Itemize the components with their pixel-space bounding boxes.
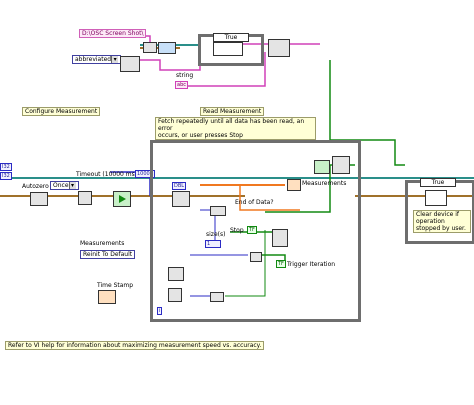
measurements-indicator[interactable] bbox=[287, 179, 301, 191]
format-datetime-node[interactable] bbox=[120, 56, 140, 72]
trigger-bool[interactable]: TF bbox=[276, 260, 286, 268]
dbl-label: DBL bbox=[172, 182, 187, 190]
stop-label: Stop bbox=[230, 227, 244, 234]
loop-index: i bbox=[157, 307, 163, 315]
autozero-node[interactable] bbox=[78, 191, 92, 205]
reinit-method[interactable]: Reinit To Default bbox=[80, 250, 136, 259]
or-node bbox=[272, 229, 288, 247]
timestamp-label: Time Stamp bbox=[97, 282, 134, 289]
case-selector-right[interactable]: True bbox=[420, 178, 456, 187]
build-path-node[interactable] bbox=[143, 42, 157, 53]
compare-node bbox=[210, 292, 224, 302]
case-selector-top[interactable]: True bbox=[213, 33, 249, 42]
i32-constant-b[interactable]: I32 bbox=[0, 172, 12, 180]
bool-wire-5 bbox=[225, 230, 266, 297]
concatenate-node[interactable] bbox=[158, 42, 176, 54]
autozero-ring[interactable]: Once▾ bbox=[50, 181, 79, 190]
fetch-node[interactable] bbox=[172, 191, 190, 207]
comment-clear: Clear device if operation stopped by use… bbox=[413, 210, 471, 233]
timestamp-indicator[interactable] bbox=[98, 290, 116, 304]
autozero-label: Autozero bbox=[22, 183, 49, 190]
clear-node[interactable] bbox=[425, 190, 447, 206]
comment-help: Refer to VI help for information about m… bbox=[5, 341, 265, 350]
size-label: size(s) bbox=[206, 231, 226, 238]
comment-read: Read Measurement bbox=[200, 107, 265, 116]
configure-node[interactable] bbox=[30, 192, 48, 206]
comment-fetch-line2: occurs, or user presses Stop bbox=[158, 132, 243, 139]
format-ring[interactable]: abbreviated▾ bbox=[72, 55, 122, 64]
wait-node[interactable] bbox=[168, 288, 182, 302]
comment-fetch-line1: Fetch repeatedly until all data has been… bbox=[158, 118, 305, 132]
while-loop bbox=[150, 140, 361, 322]
measurements-left-label: Measurements bbox=[80, 240, 125, 247]
graph-node[interactable] bbox=[332, 156, 350, 174]
greater-node bbox=[250, 252, 262, 262]
chevron-down-icon: ▾ bbox=[111, 56, 119, 63]
end-of-data-label: End of Data? bbox=[235, 199, 274, 206]
bool-wire-4 bbox=[329, 60, 405, 166]
trigger-iteration-label: Trigger Iteration bbox=[287, 261, 336, 268]
chevron-down-icon: ▾ bbox=[68, 182, 76, 189]
measurements-label: Measurements bbox=[302, 180, 347, 187]
true-case-content bbox=[213, 42, 243, 56]
screenshot-path-constant[interactable]: D:\OSC Screen Shot\ bbox=[79, 29, 147, 38]
dbl-wire bbox=[239, 185, 300, 211]
string-label: string bbox=[176, 72, 194, 79]
property-node[interactable] bbox=[210, 206, 226, 216]
size-indicator[interactable]: 1 bbox=[205, 240, 221, 248]
stop-button[interactable]: TF bbox=[247, 226, 257, 234]
i32-constant-a[interactable]: I32 bbox=[0, 163, 12, 171]
run-arrow-icon bbox=[119, 195, 126, 203]
write-file-node[interactable] bbox=[268, 39, 290, 57]
tick-count-node[interactable] bbox=[168, 267, 184, 281]
string-wire-3 bbox=[188, 52, 266, 87]
initiate-node[interactable] bbox=[113, 191, 131, 207]
loop-stop-terminal[interactable] bbox=[314, 160, 330, 174]
timeout-label: Timeout (10000 ms) bbox=[76, 171, 138, 178]
comment-fetch: Fetch repeatedly until all data has been… bbox=[155, 117, 316, 140]
string-indicator[interactable]: abc bbox=[175, 81, 188, 89]
timeout-value[interactable]: 10000 bbox=[135, 170, 155, 178]
comment-configure: Configure Measurement bbox=[22, 107, 101, 116]
